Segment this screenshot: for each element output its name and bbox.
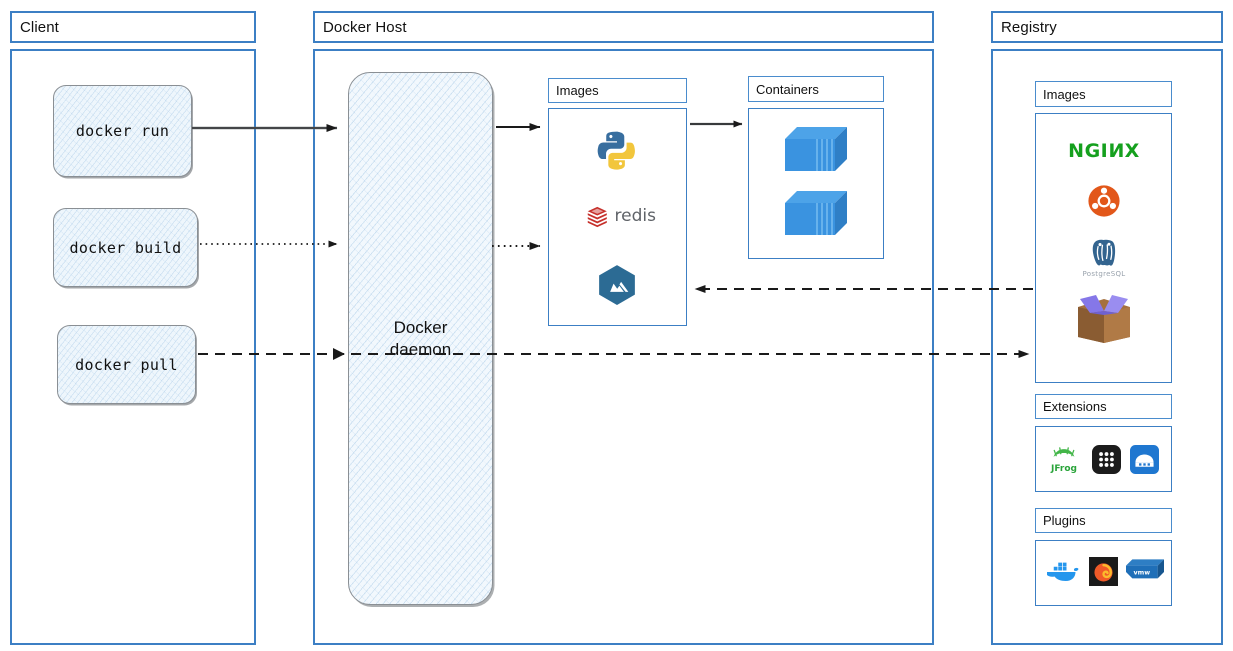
registry-plugins-label: Plugins bbox=[1043, 513, 1086, 528]
docker-build-box[interactable]: docker build bbox=[53, 208, 198, 287]
client-panel-title: Client bbox=[10, 11, 256, 43]
docker-run-label: docker run bbox=[75, 122, 170, 140]
nginx-wordmark: NGINX bbox=[1068, 139, 1140, 162]
grid-apps-logo bbox=[1091, 444, 1121, 474]
redis-label: redis bbox=[614, 205, 656, 226]
alpine-logo bbox=[594, 262, 640, 308]
registry-plugins-title: Plugins bbox=[1035, 508, 1172, 533]
jfrog-logo: JFrog bbox=[1046, 441, 1082, 477]
connector-pull-arrow-mid bbox=[333, 348, 345, 360]
client-panel-label: Client bbox=[20, 18, 59, 36]
redis-logo: redis bbox=[586, 200, 656, 232]
postgresql-label: PostgreSQL bbox=[1082, 269, 1126, 278]
registry-extensions-label: Extensions bbox=[1043, 399, 1107, 414]
grafana-logo bbox=[1088, 556, 1118, 586]
svg-text:vmw: vmw bbox=[1134, 569, 1151, 576]
registry-extensions-title: Extensions bbox=[1035, 394, 1172, 419]
container-box-2 bbox=[784, 188, 848, 238]
container-box-1 bbox=[784, 124, 848, 174]
docker-host-panel-label: Docker Host bbox=[323, 18, 407, 36]
ubuntu-logo bbox=[1086, 183, 1122, 219]
docker-whale-logo bbox=[1044, 556, 1080, 588]
portainer-logo bbox=[1129, 444, 1159, 474]
docker-pull-box[interactable]: docker pull bbox=[57, 325, 196, 404]
registry-panel-title: Registry bbox=[991, 11, 1223, 43]
host-images-title: Images bbox=[548, 78, 687, 103]
registry-panel-label: Registry bbox=[1001, 18, 1057, 36]
registry-images-label: Images bbox=[1043, 86, 1086, 102]
docker-pull-label: docker pull bbox=[75, 355, 178, 374]
host-containers-title: Containers bbox=[748, 76, 884, 102]
vmware-logo: vmw bbox=[1126, 558, 1164, 586]
jfrog-label: JFrog bbox=[1051, 463, 1077, 474]
host-containers-label: Containers bbox=[756, 81, 819, 97]
postgresql-logo: PostgreSQL bbox=[1076, 233, 1132, 281]
package-box-logo bbox=[1073, 290, 1135, 344]
docker-run-box[interactable]: docker run bbox=[53, 85, 192, 177]
docker-daemon-box[interactable]: Docker daemon bbox=[348, 72, 493, 605]
docker-build-label: docker build bbox=[69, 238, 182, 257]
python-logo bbox=[594, 127, 640, 173]
nginx-logo: NGINX bbox=[1060, 138, 1148, 164]
host-images-label: Images bbox=[556, 83, 599, 98]
docker-host-panel-title: Docker Host bbox=[313, 11, 934, 43]
registry-images-title: Images bbox=[1035, 81, 1172, 107]
